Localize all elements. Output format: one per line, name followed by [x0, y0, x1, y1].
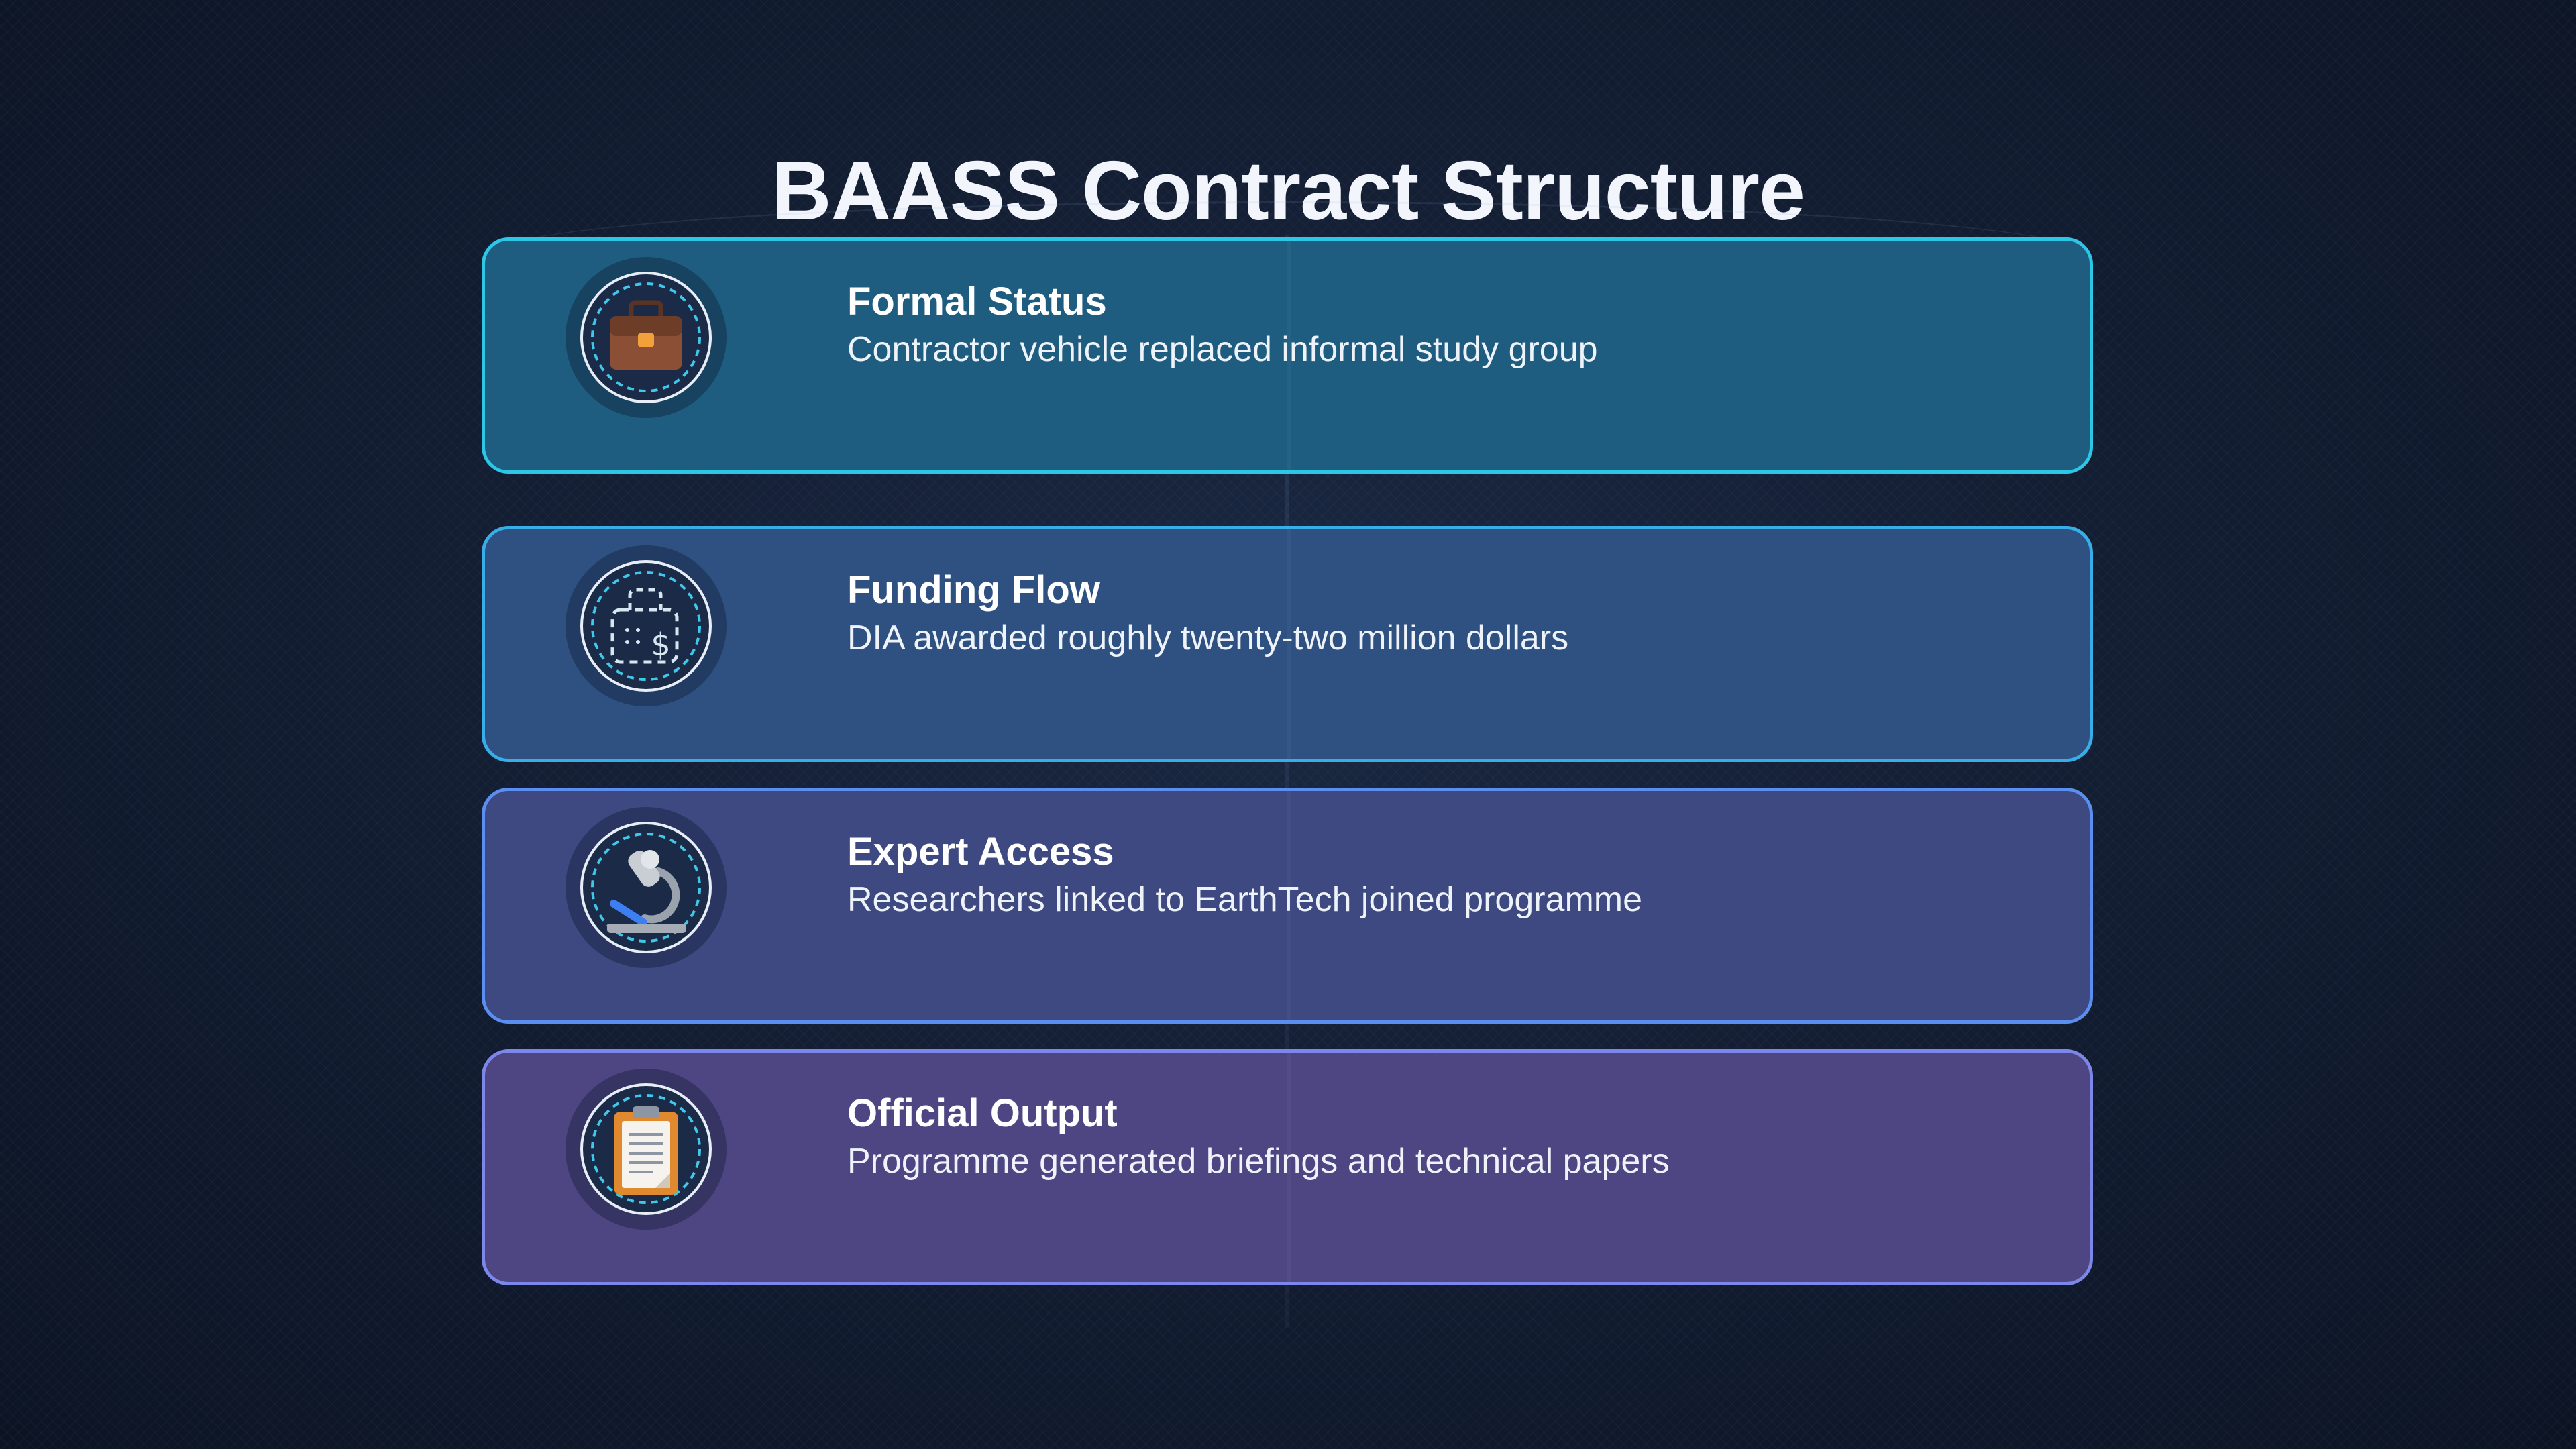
card-formal-status: Formal Status Contractor vehicle replace…: [482, 237, 2093, 474]
icon-badge: $: [566, 545, 727, 706]
card-official-output: Official Output Programme generated brie…: [482, 1049, 2093, 1285]
card-expert-access: Expert Access Researchers linked to Eart…: [482, 788, 2093, 1024]
clipboard-icon: [580, 1083, 712, 1215]
money-bag-icon: $: [580, 560, 712, 692]
svg-text:$: $: [651, 627, 670, 663]
card-description: Researchers linked to EarthTech joined p…: [847, 880, 1643, 919]
icon-badge: [566, 807, 727, 968]
card-heading: Formal Status: [847, 280, 1107, 323]
icon-badge: [566, 257, 727, 418]
microscope-icon: [580, 822, 712, 953]
card-funding-flow: $ Funding Flow DIA awarded roughly twent…: [482, 526, 2093, 762]
icon-badge: [566, 1069, 727, 1230]
card-heading: Expert Access: [847, 830, 1114, 873]
card-description: Contractor vehicle replaced informal stu…: [847, 330, 1598, 369]
page-title: BAASS Contract Structure: [771, 145, 1805, 238]
card-description: Programme generated briefings and techni…: [847, 1142, 1670, 1181]
card-heading: Official Output: [847, 1091, 1118, 1135]
card-description: DIA awarded roughly twenty-two million d…: [847, 619, 1569, 657]
card-heading: Funding Flow: [847, 568, 1100, 612]
briefcase-icon: [580, 272, 712, 403]
